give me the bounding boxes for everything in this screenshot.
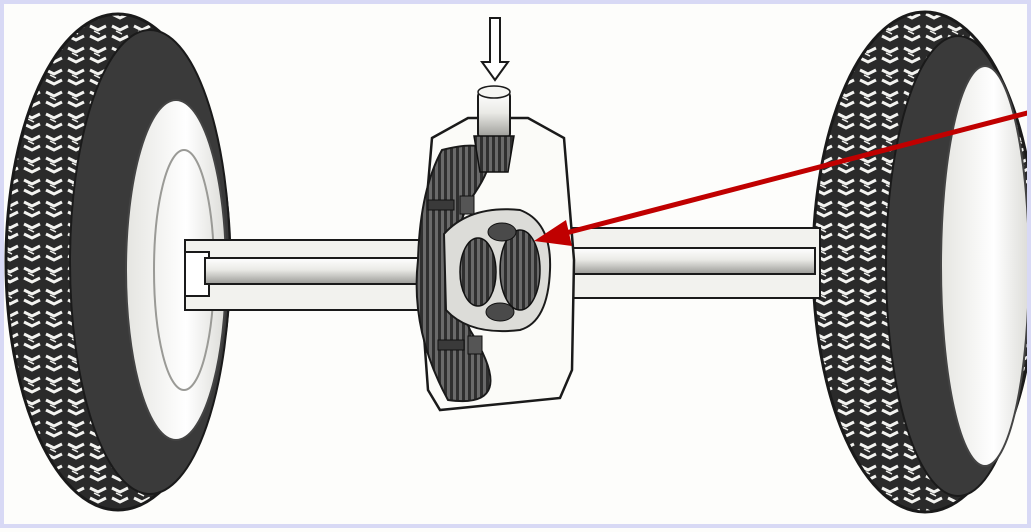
- pinion-shaft-end: [477, 85, 511, 99]
- pinion-drive: [473, 85, 515, 173]
- right-wheel: [811, 10, 1031, 514]
- spider-gear-bottom: [485, 302, 515, 322]
- left-side-gear: [459, 237, 497, 307]
- pinion-shaft: [477, 91, 511, 139]
- right-half-shaft: [534, 247, 816, 275]
- pinion-gear: [473, 135, 515, 173]
- down-arrow-outline-icon: [480, 17, 510, 82]
- spider-gear-top: [487, 222, 517, 242]
- right-side-gear: [499, 229, 541, 311]
